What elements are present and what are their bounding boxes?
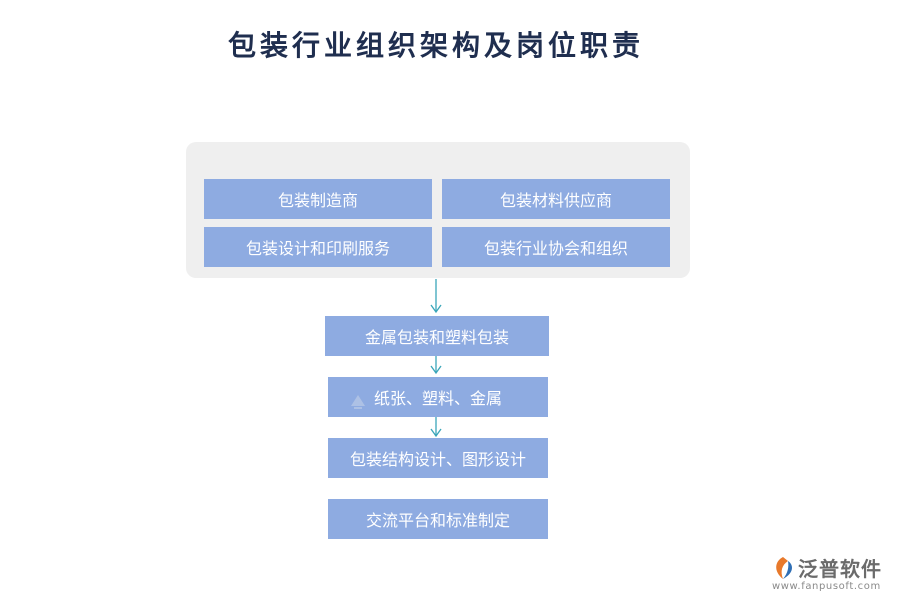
flow-step-platform: 交流平台和标准制定: [328, 499, 548, 539]
brand-logo-icon: [776, 557, 793, 579]
flow-step-metal-plastic: 金属包装和塑料包装: [325, 316, 549, 356]
brand-logo: 泛普软件 www.fanpusoft.com: [770, 553, 894, 597]
flow-step-materials: 纸张、塑料、金属: [328, 377, 548, 417]
watermark-icon: [351, 395, 365, 409]
panel-item-design-print: 包装设计和印刷服务: [204, 227, 432, 267]
panel-item-manufacturer: 包装制造商: [204, 179, 432, 219]
panel-item-association: 包装行业协会和组织: [442, 227, 670, 267]
page-title: 包装行业组织架构及岗位职责: [227, 29, 644, 62]
brand-name: 泛普软件: [798, 557, 882, 581]
panel-item-material-supplier: 包装材料供应商: [442, 179, 670, 219]
brand-url: www.fanpusoft.com: [772, 581, 881, 592]
flow-step-design: 包装结构设计、图形设计: [328, 438, 548, 478]
